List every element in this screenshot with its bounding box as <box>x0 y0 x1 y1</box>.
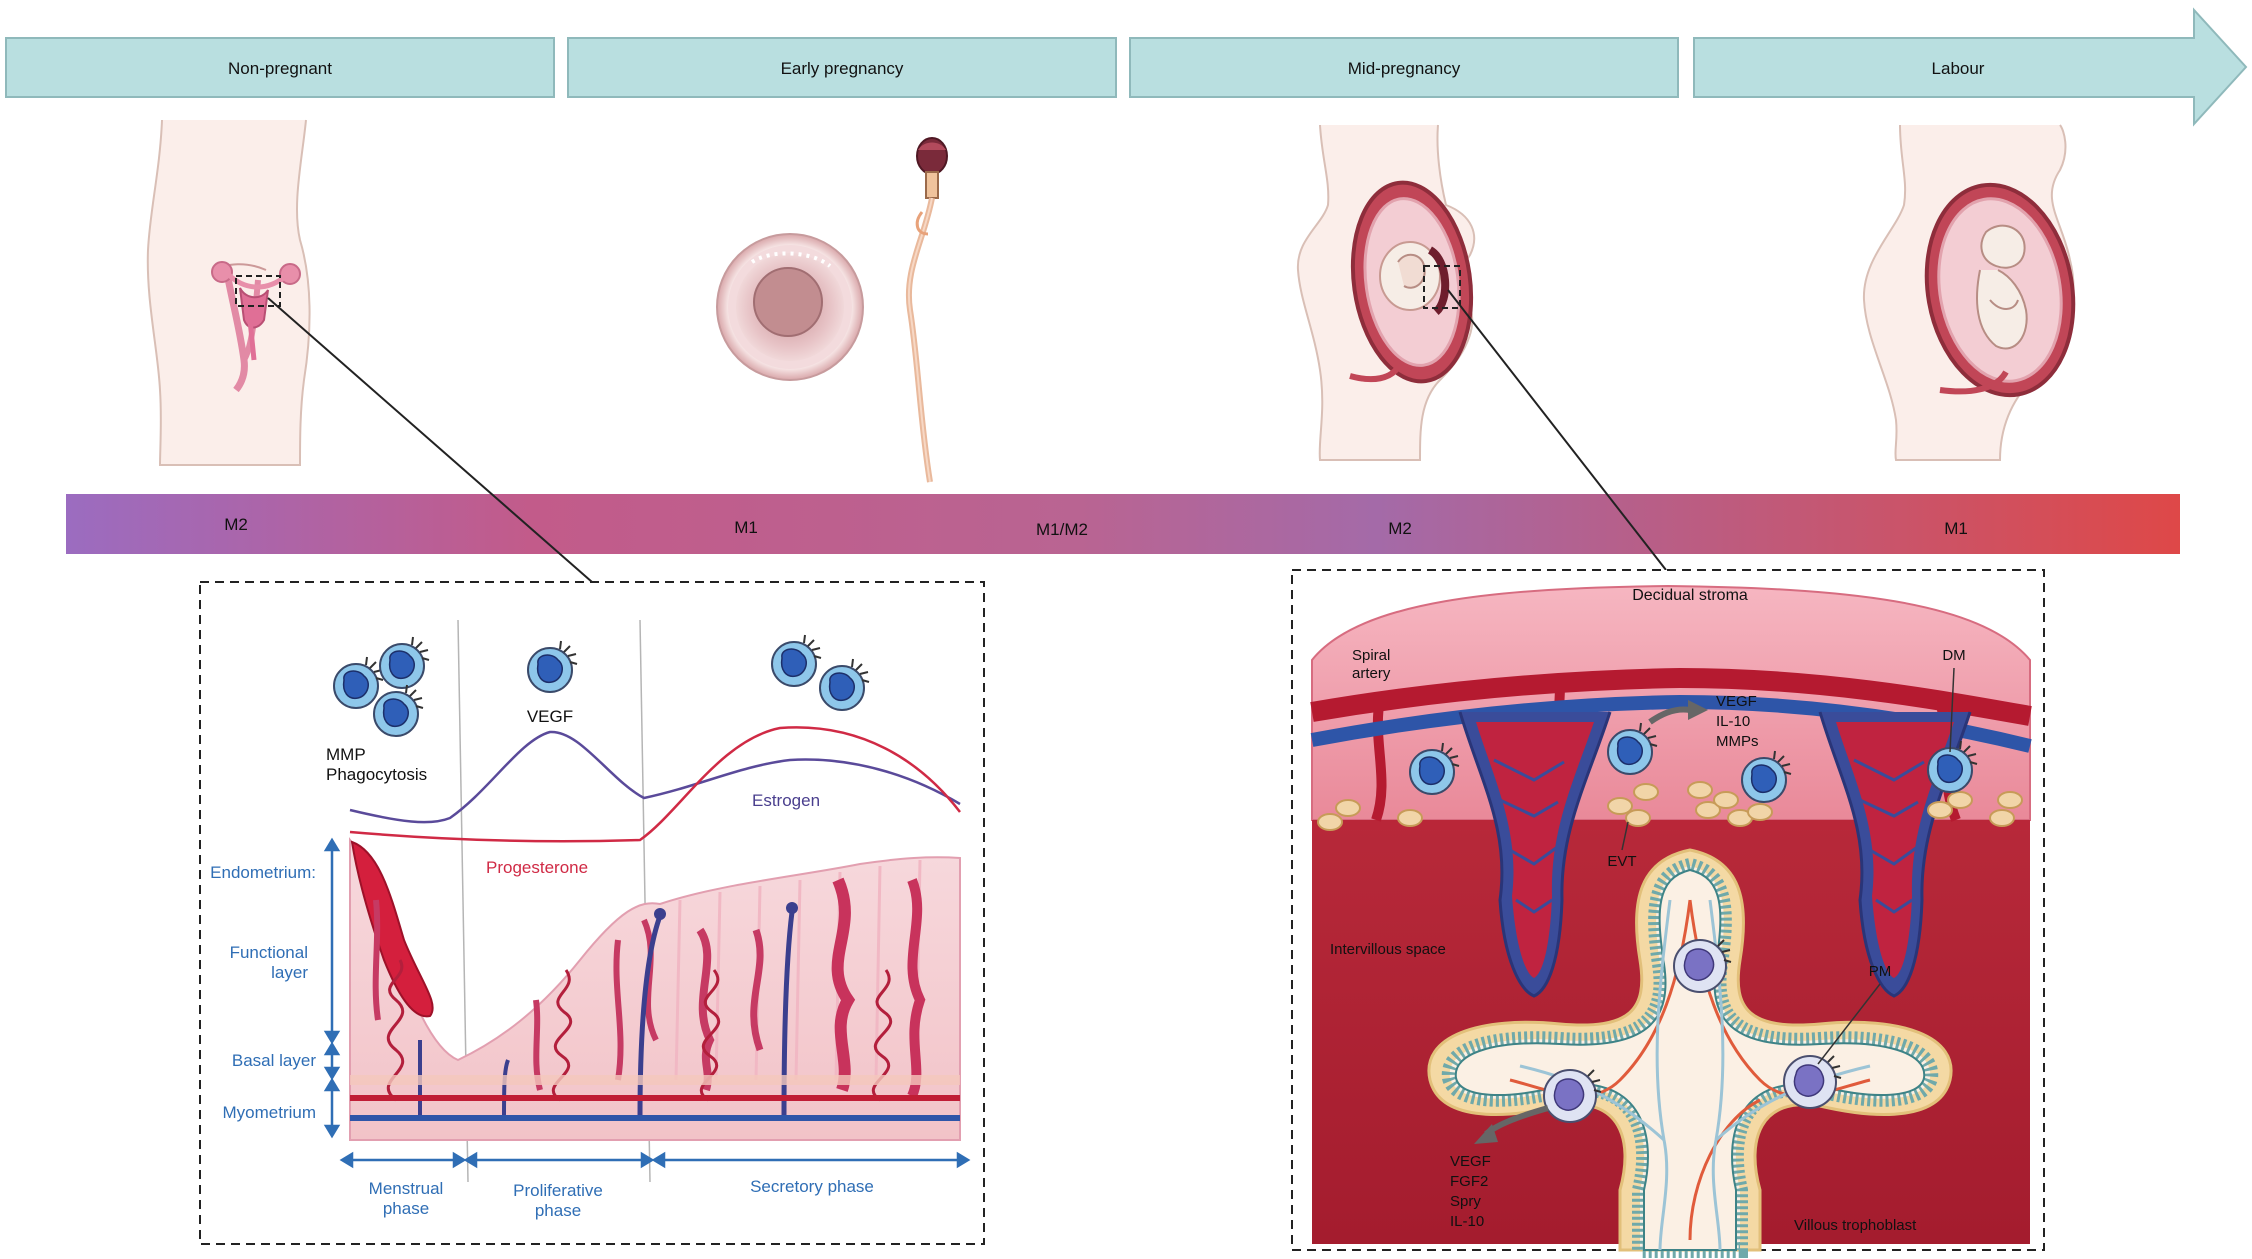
stage-banner-early-pregnancy <box>567 37 1117 98</box>
phase-label-menstrual-1: Menstrual <box>369 1179 444 1198</box>
decidual-stroma-label: Decidual stroma <box>1632 587 1748 604</box>
macrophage-polarization-bar: M2 M1 M1/M2 M2 M1 <box>66 494 2180 554</box>
oocyte-icon <box>716 233 864 381</box>
stage-label-non-pregnant: Non-pregnant <box>228 59 332 78</box>
evt-cells <box>1317 781 2023 831</box>
layer-label-functional-2: layer <box>271 963 308 982</box>
bar-label-m1m2: M1/M2 <box>1036 520 1088 539</box>
evt-label: EVT <box>1607 853 1636 870</box>
layer-label-functional-1: Functional <box>230 943 308 962</box>
pm-factor-spry: Spry <box>1450 1193 1481 1210</box>
estrogen-label: Estrogen <box>752 791 820 810</box>
dm-factor-vegf: VEGF <box>1716 693 1757 710</box>
phase-label-proliferative-2: phase <box>535 1201 581 1220</box>
stage-banner-mid-pregnancy <box>1129 37 1679 98</box>
connector-line-left <box>267 297 593 583</box>
dm-label: DM <box>1942 647 1965 664</box>
non-pregnant-body-icon <box>146 119 311 466</box>
bar-label-m2-mid: M2 <box>1388 519 1412 538</box>
estrogen-curve <box>349 730 961 824</box>
stage-label-mid-pregnancy: Mid-pregnancy <box>1348 59 1461 78</box>
phase-label-proliferative-1: Proliferative <box>513 1181 603 1200</box>
maternal-vessel-funnel <box>1458 711 1612 998</box>
timeline-banners: Non-pregnant Early pregnancy Mid-pregnan… <box>5 7 2248 127</box>
menstrual-cycle-panel: MMP Phagocytosis VEGF Estrogen Progester… <box>199 581 985 1245</box>
progesterone-curve <box>349 726 961 843</box>
mid-pregnancy-body-icon <box>1296 124 1476 461</box>
labour-body-icon <box>1862 124 2076 461</box>
spiral-artery <box>1310 667 2032 726</box>
pm-label: PM <box>1869 963 1892 980</box>
stage-label-early-pregnancy: Early pregnancy <box>781 59 904 78</box>
layer-label-myometrium: Myometrium <box>222 1103 316 1122</box>
layer-label-basal: Basal layer <box>232 1051 316 1070</box>
pm-factor-il10: IL-10 <box>1450 1213 1484 1230</box>
bar-label-m1-labour: M1 <box>1944 519 1968 538</box>
phase-label-menstrual-2: phase <box>383 1199 429 1218</box>
phase-label-secretory: Secretory phase <box>750 1177 874 1196</box>
stage-label-labour: Labour <box>1932 59 1985 78</box>
bar-label-m1-early: M1 <box>734 518 758 537</box>
layer-label-endometrium: Endometrium: <box>210 863 316 882</box>
spiral-artery-label-1: Spiral <box>1352 647 1390 664</box>
stage-banner-labour-arrow <box>1693 7 2248 127</box>
vegf-label: VEGF <box>527 707 573 726</box>
cell-function-mmp: MMP <box>326 745 366 764</box>
stage-banner-non-pregnant <box>5 37 555 98</box>
dm-factor-il10: IL-10 <box>1716 713 1750 730</box>
pm-factor-fgf2: FGF2 <box>1450 1173 1488 1190</box>
sperm-icon <box>905 137 948 483</box>
uterus-zoom-box <box>235 275 281 307</box>
pm-factor-vegf: VEGF <box>1450 1153 1491 1170</box>
endometrium-tissue <box>349 836 961 1141</box>
spiral-artery-label-2: artery <box>1352 665 1391 682</box>
dm-secretion-arrow <box>1648 706 1691 725</box>
intervillous-space-label: Intervillous space <box>1330 941 1446 958</box>
bar-label-m2-nonpregnant: M2 <box>224 515 248 534</box>
villous-trophoblast-label: Villous trophoblast <box>1794 1217 1917 1234</box>
cell-function-phagocytosis: Phagocytosis <box>326 765 427 784</box>
connector-line-right <box>1447 289 1667 571</box>
placenta-panel: Decidual stroma Spiral artery <box>1291 569 2045 1258</box>
dm-factor-mmps: MMPs <box>1716 733 1759 750</box>
progesterone-label: Progesterone <box>486 858 588 877</box>
